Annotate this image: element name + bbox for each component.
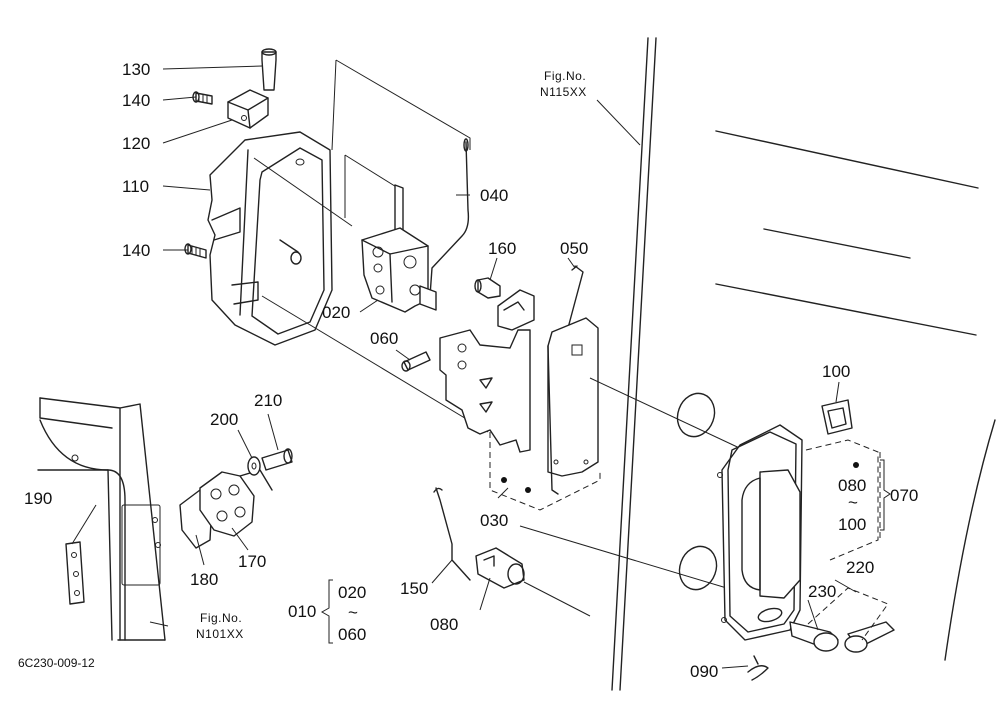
rod-150	[433, 487, 471, 581]
callout-180: 180	[190, 570, 218, 589]
door-handle-070	[717, 424, 803, 641]
cab-door-panel	[611, 37, 996, 691]
fig-ref-number-bottom: N101XX	[196, 627, 244, 641]
leader-lines	[71, 65, 857, 669]
callout-010-range-end: 060	[338, 625, 366, 644]
striker-plate-170	[199, 469, 273, 537]
callout-030: 030	[480, 511, 508, 530]
latch-020	[361, 184, 437, 313]
callout-230: 230	[808, 582, 836, 601]
callout-170: 170	[238, 552, 266, 571]
bracket-plate-030a	[439, 289, 535, 453]
screw-060	[401, 351, 431, 372]
fig-ref-label-bottom: Fig.No.	[200, 611, 242, 625]
group-030-outline	[489, 432, 601, 511]
callout-060: 060	[370, 329, 398, 348]
fig-ref-label-top: Fig.No.	[544, 69, 586, 83]
screw-140-bottom	[184, 243, 207, 259]
plate-030	[547, 317, 599, 495]
callout-220: 220	[846, 558, 874, 577]
callout-labels: 130 140 120 110 140 040 020 160 050 060 …	[24, 60, 918, 681]
fig-ref-number-top: N115XX	[540, 85, 587, 99]
callout-080-range-start: 080	[838, 476, 866, 495]
rod-040	[429, 138, 470, 297]
bolt-160	[474, 277, 501, 299]
callout-050: 050	[560, 239, 588, 258]
callout-140-top: 140	[122, 91, 150, 110]
callout-130: 130	[122, 60, 150, 79]
callout-040: 040	[480, 186, 508, 205]
cover-120	[227, 89, 269, 129]
gasket-100	[821, 399, 853, 435]
figure-ref-n115xx: Fig.No. N115XX	[540, 69, 587, 99]
cab-pillar	[37, 397, 166, 641]
lock-cylinder-080	[475, 547, 591, 617]
callout-190: 190	[24, 489, 52, 508]
screw-140-top	[192, 91, 213, 105]
callout-110: 110	[122, 177, 149, 196]
callout-120: 120	[122, 134, 150, 153]
bolt-210	[261, 448, 293, 471]
pin-130	[261, 48, 277, 91]
range-brackets	[320, 452, 891, 644]
clip-090	[747, 655, 769, 681]
plate-190	[65, 541, 85, 605]
handle-housing-110	[207, 131, 333, 346]
callout-090: 090	[690, 662, 718, 681]
callout-080-range-end: 100	[838, 515, 866, 534]
washer-200	[247, 456, 261, 476]
callout-140-bottom: 140	[122, 241, 150, 260]
callout-150: 150	[400, 579, 428, 598]
callout-100: 100	[822, 362, 850, 381]
key-set-220	[789, 621, 895, 653]
callout-070: 070	[890, 486, 918, 505]
group-070-outline	[805, 439, 879, 561]
callout-080: 080	[430, 615, 458, 634]
figure-ref-n101xx: Fig.No. N101XX	[196, 611, 244, 641]
callout-range-tilde-010: ~	[348, 603, 358, 622]
drawing-code: 6C230-009-12	[18, 656, 95, 670]
callout-range-tilde-070: ~	[848, 493, 858, 512]
callout-010-range-start: 020	[338, 583, 366, 602]
callout-200: 200	[210, 410, 238, 429]
group-220-outline	[807, 587, 889, 641]
callout-020: 020	[322, 303, 350, 322]
callout-210: 210	[254, 391, 282, 410]
callout-010: 010	[288, 602, 316, 621]
callout-160: 160	[488, 239, 516, 258]
